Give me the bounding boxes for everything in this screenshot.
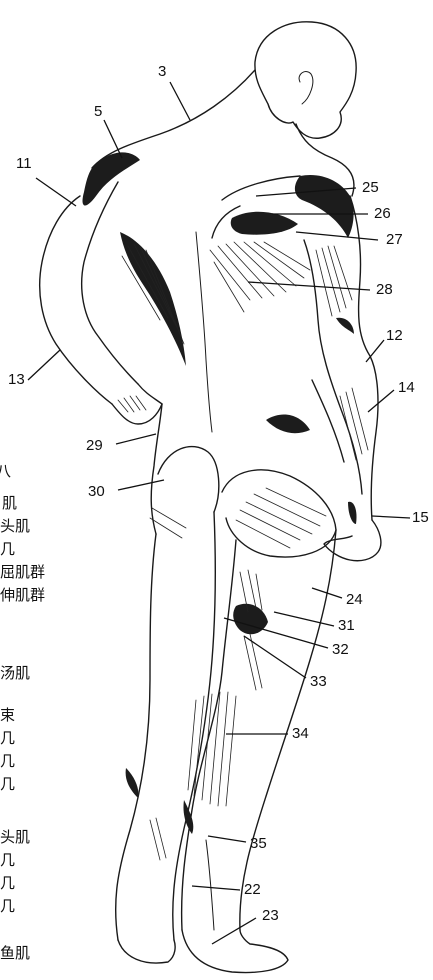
right-back-hatching — [210, 242, 310, 312]
legend-fragment: 几 — [0, 897, 15, 915]
right-triceps-hatching — [316, 246, 352, 316]
right-arm-outer — [350, 196, 378, 520]
right-flank — [312, 380, 344, 462]
left-calf-shading — [126, 768, 139, 798]
legend-fragment: 几 — [0, 752, 15, 770]
leader-3 — [170, 82, 190, 120]
label-30: 30 — [88, 483, 105, 500]
leader-28 — [248, 282, 370, 290]
left-forearm-hatching — [118, 396, 146, 412]
legend-fragment: 鱼肌 — [0, 944, 30, 962]
label-29: 29 — [86, 437, 103, 454]
label-13: 13 — [8, 371, 25, 388]
legend-fragment: 汤肌 — [0, 664, 30, 682]
calf-hatching — [188, 692, 236, 806]
label-25: 25 — [362, 179, 379, 196]
legend-fragment: 几 — [0, 729, 15, 747]
leader-12 — [366, 340, 384, 362]
lower-back-shading — [266, 415, 310, 434]
label-15: 15 — [412, 509, 429, 526]
label-11: 11 — [16, 155, 32, 172]
left-calf-hatching — [150, 818, 166, 860]
legend-fragment: 几 — [0, 874, 15, 892]
leader-13 — [28, 350, 60, 380]
legend-fragment: 屈肌群 — [0, 563, 45, 581]
legend-fragment: 头肌 — [0, 828, 30, 846]
label-31: 31 — [338, 617, 355, 634]
legend-fragment: 束 — [0, 706, 15, 724]
left-lat-shading — [120, 232, 186, 366]
left-leg-outer — [116, 534, 156, 940]
leader-30 — [118, 480, 164, 490]
legend-fragment: 肌 — [2, 494, 17, 512]
left-forearm-inner — [138, 384, 162, 404]
legend-fragment: 头肌 — [0, 517, 30, 535]
ear-outline — [299, 72, 313, 104]
leader-33 — [244, 636, 306, 678]
leader-32 — [224, 618, 328, 648]
label-24: 24 — [346, 591, 363, 608]
right-shoulder-outline — [222, 176, 300, 200]
label-23: 23 — [262, 907, 279, 924]
leader-31 — [274, 612, 334, 626]
legend-fragment: 八 — [0, 462, 11, 480]
label-33: 33 — [310, 673, 327, 690]
right-wrist-shading — [348, 502, 357, 524]
left-arm-upper — [40, 196, 112, 404]
left-deltoid-shading — [83, 152, 141, 205]
leader-29 — [116, 434, 156, 444]
right-elbow-shading — [336, 318, 354, 334]
legend-fragment: 伸肌群 — [0, 586, 45, 604]
right-deltoid-shading — [295, 175, 354, 238]
label-26: 26 — [374, 205, 391, 222]
leader-35 — [208, 836, 246, 842]
label-3: 3 — [158, 63, 166, 80]
label-35: 35 — [250, 835, 267, 852]
legend-fragment: 几 — [0, 851, 15, 869]
leader-14 — [368, 390, 394, 412]
legend-fragments: 八 肌 头肌 几 屈肌群 伸肌群 汤肌 束 几 几 几 头肌 几 几 几 鱼肌 — [0, 462, 45, 962]
left-arm-inner — [82, 182, 138, 384]
leader-27 — [296, 232, 378, 240]
right-leg-outer — [240, 530, 336, 930]
label-28: 28 — [376, 281, 393, 298]
label-22: 22 — [244, 881, 261, 898]
left-gluteal-outline — [158, 447, 219, 512]
label-34: 34 — [292, 725, 309, 742]
right-foot-outline — [182, 930, 288, 973]
leader-23 — [212, 918, 256, 944]
legend-fragment: 几 — [0, 775, 15, 793]
left-forearm-outer — [112, 404, 162, 424]
right-hand-outline — [324, 520, 381, 561]
right-gluteal-outline — [222, 470, 336, 557]
label-27: 27 — [386, 231, 403, 248]
label-12: 12 — [386, 327, 403, 344]
label-5: 5 — [94, 103, 102, 120]
spine-line — [196, 232, 212, 432]
label-32: 32 — [332, 641, 349, 658]
legend-fragment: 几 — [0, 540, 15, 558]
right-arm-inner — [304, 240, 362, 494]
left-foot-outline — [118, 940, 175, 963]
leader-22 — [192, 886, 240, 890]
right-infraspinatus-shading — [231, 212, 298, 235]
right-achilles-line — [206, 840, 214, 930]
right-leg-inner — [182, 540, 236, 930]
leader-11 — [36, 178, 76, 206]
label-14: 14 — [398, 379, 415, 396]
leader-15 — [372, 516, 410, 518]
head-outline — [255, 22, 356, 138]
